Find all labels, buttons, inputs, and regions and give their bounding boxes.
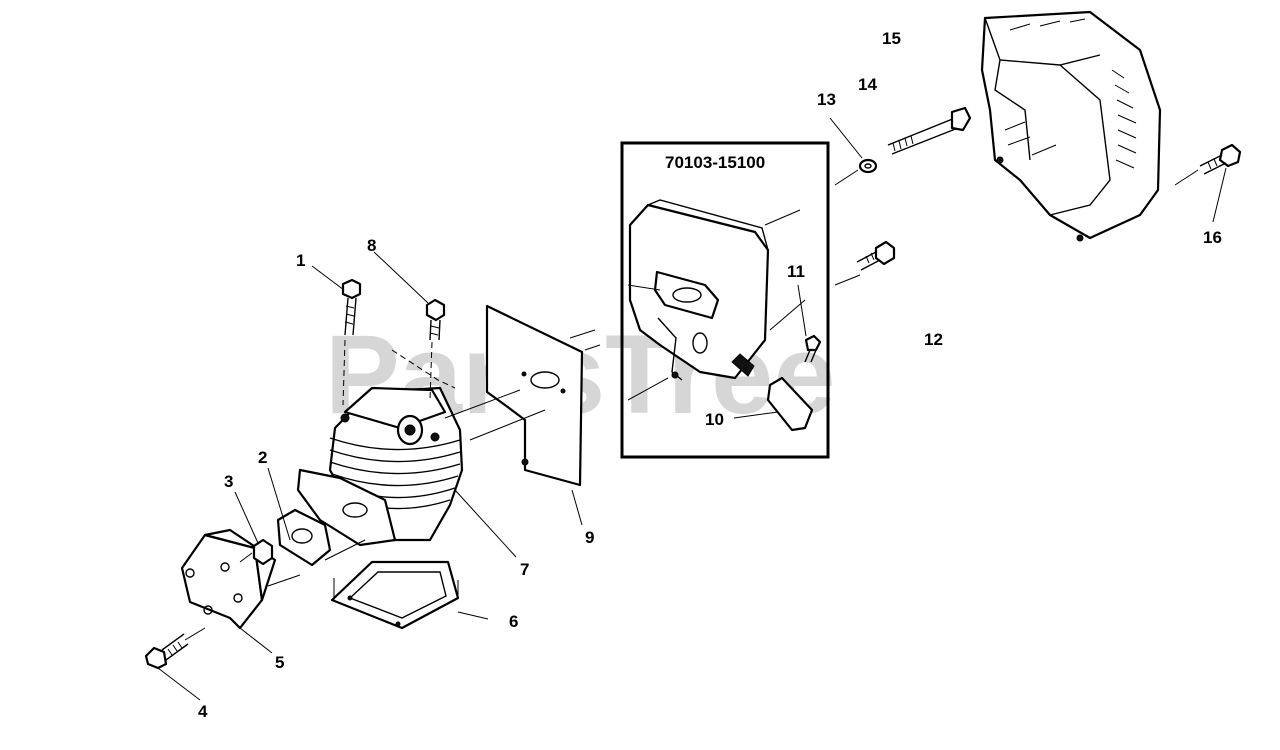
callout-7: 7 [520, 560, 529, 579]
callout-5: 5 [275, 653, 284, 672]
leader-lines [157, 117, 1227, 701]
callout-10: 10 [705, 410, 724, 429]
callouts: 1 2 3 4 5 6 7 8 9 10 11 12 13 14 15 16 [198, 29, 1222, 721]
kit-box [620, 141, 830, 459]
insulator-part [276, 508, 332, 567]
callout-1: 1 [296, 251, 305, 270]
washer-part [858, 158, 878, 174]
muffler-gasket-part [485, 304, 584, 487]
callout-3: 3 [224, 472, 233, 491]
callout-15: 15 [882, 29, 901, 48]
callout-16: 16 [1203, 228, 1222, 247]
screw-11-part [804, 334, 822, 363]
callout-6: 6 [509, 612, 518, 631]
intake-cover-part [180, 528, 277, 630]
bolt-12-part [856, 240, 896, 271]
callout-14: 14 [858, 75, 877, 94]
bolt-16-part [1199, 143, 1242, 175]
long-bolt-part [887, 106, 972, 155]
callout-12: 12 [924, 330, 943, 349]
cylinder-part [296, 386, 464, 547]
bolt-4-part [144, 633, 189, 670]
callout-13: 13 [817, 90, 836, 109]
callout-11: 11 [787, 262, 805, 281]
spark-arrester-part [731, 353, 814, 432]
callout-8: 8 [367, 236, 376, 255]
spacer-part [252, 538, 274, 566]
bolt-8-part [425, 298, 446, 341]
muffler-cover-part [980, 10, 1162, 242]
kit-part-number: 70103-15100 [665, 153, 765, 172]
bolt-1-part [341, 278, 362, 336]
callout-2: 2 [258, 448, 267, 467]
muffler-part [628, 199, 770, 381]
callout-9: 9 [585, 528, 594, 547]
callout-4: 4 [198, 702, 208, 721]
base-gasket-part [330, 560, 460, 630]
